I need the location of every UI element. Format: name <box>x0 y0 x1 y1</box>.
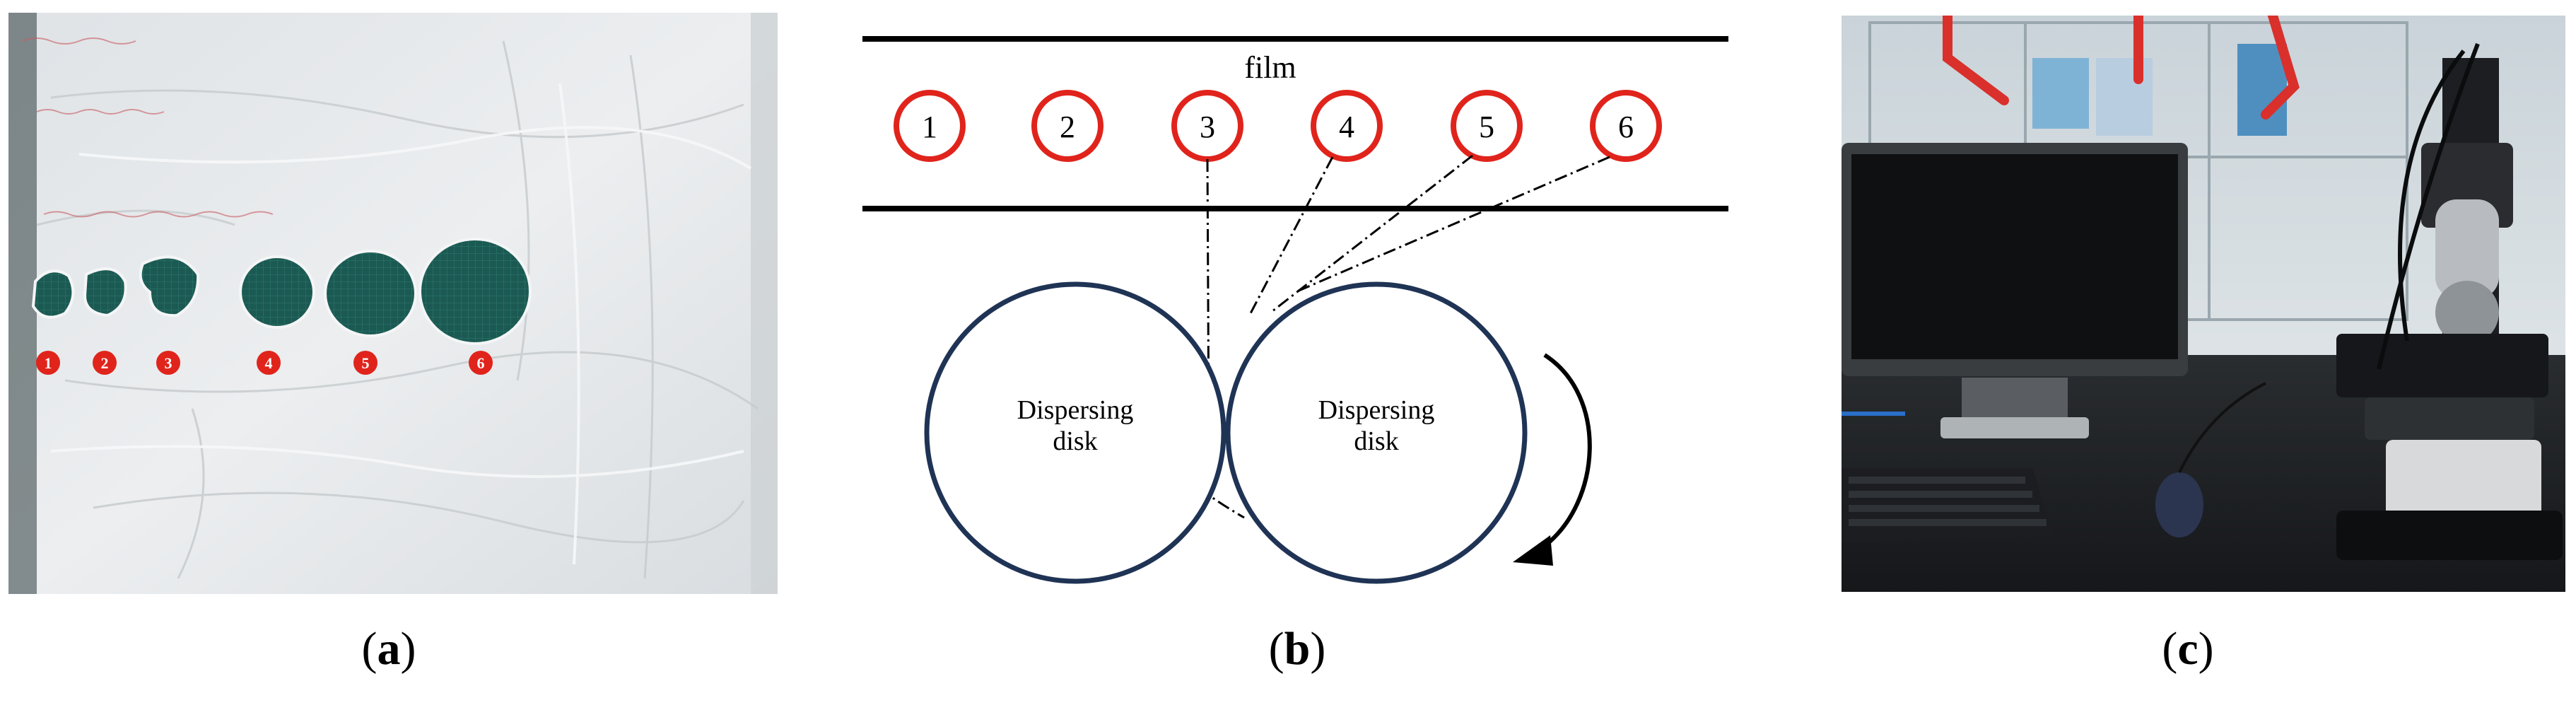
hole-6 <box>418 238 532 345</box>
hole-label-5: 5 <box>362 354 370 372</box>
hole-label-6: 6 <box>477 354 485 372</box>
hole-4 <box>239 255 315 329</box>
sample-label-5: 5 <box>1479 110 1494 144</box>
sample-circle-5 <box>1451 90 1523 162</box>
film-label: film <box>1244 50 1296 85</box>
left-dispersing-disk <box>924 281 1226 584</box>
sample-label-2: 2 <box>1060 110 1075 144</box>
microscope <box>2336 58 2563 560</box>
sample-circle-6 <box>1590 90 1662 162</box>
film-photo-illustration: 1 2 3 4 5 6 <box>8 13 778 594</box>
sample-circle-4 <box>1311 90 1383 162</box>
leader-line-4 <box>1248 156 1334 315</box>
hole-label-4: 4 <box>265 354 273 372</box>
monitor-screen <box>1851 154 2178 359</box>
sample-label-3: 3 <box>1200 110 1215 144</box>
hole-2 <box>83 267 127 317</box>
photo-film-samples: 1 2 3 4 5 6 <box>8 13 778 594</box>
left-disk-label-line2: disk <box>1053 426 1097 456</box>
hole-1 <box>31 269 75 319</box>
hole-3 <box>139 255 200 317</box>
sample-label-6: 6 <box>1618 110 1634 144</box>
hole-label-3: 3 <box>165 354 172 372</box>
sample-circle-2 <box>1031 90 1103 162</box>
leader-line-6 <box>1296 156 1610 293</box>
leader-line-5 <box>1272 154 1473 313</box>
sample-circle-1 <box>894 90 966 162</box>
caption-c-letter: c <box>2177 623 2199 675</box>
right-disk-label-line2: disk <box>1354 426 1398 456</box>
right-disk-label-line1: Dispersing <box>1318 395 1435 425</box>
workstation-photo-illustration <box>1842 16 2565 592</box>
caption-c: (c) <box>2162 623 2214 675</box>
sampling-schematic: film 1 2 3 4 5 6 <box>838 0 1757 622</box>
caption-b: (b) <box>1268 623 1326 675</box>
rotation-arrow <box>1543 353 1592 548</box>
sample-label-1: 1 <box>922 110 937 144</box>
caption-a: (a) <box>361 623 416 675</box>
left-disk-label-line1: Dispersing <box>1017 395 1134 425</box>
caption-b-letter: b <box>1284 623 1311 675</box>
mouse <box>2155 472 2203 537</box>
rotation-arrowhead <box>1513 535 1553 566</box>
hole-label-2: 2 <box>101 354 109 372</box>
photo-microscope-workstation <box>1842 16 2565 592</box>
right-dispersing-disk <box>1225 281 1528 584</box>
caption-a-letter: a <box>377 623 401 675</box>
hole-label-1: 1 <box>45 354 52 372</box>
hole-5 <box>324 250 417 337</box>
sample-label-4: 4 <box>1339 110 1354 144</box>
